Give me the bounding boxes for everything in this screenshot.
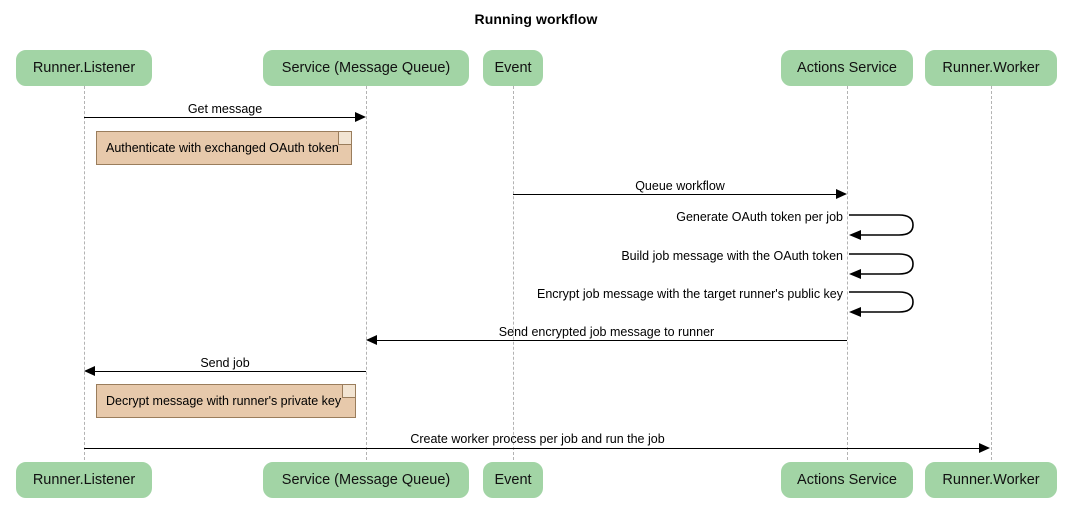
message-label-generate-oauth-token-per-job: Generate OAuth token per job (676, 210, 843, 224)
message-arrowhead-create-worker-process (979, 443, 990, 453)
participant-event-top[interactable]: Event (483, 50, 543, 86)
message-label-build-job-message: Build job message with the OAuth token (621, 249, 843, 263)
note-text: Authenticate with exchanged OAuth token (106, 141, 339, 155)
participant-service-message-queue-bottom[interactable]: Service (Message Queue) (263, 462, 469, 498)
participant-label: Runner.Listener (32, 472, 136, 488)
message-arrowhead-get-message (355, 112, 366, 122)
message-line-send-encrypted-job-message (377, 340, 847, 341)
participant-actions-service-top[interactable]: Actions Service (781, 50, 913, 86)
lifeline-event (513, 86, 514, 460)
participant-label: Service (Message Queue) (281, 60, 451, 76)
self-message-encrypt-job-message (847, 287, 927, 317)
participant-label: Actions Service (797, 60, 897, 76)
message-label-send-encrypted-job-message: Send encrypted job message to runner (498, 325, 715, 339)
participant-runner-listener-bottom[interactable]: Runner.Listener (16, 462, 152, 498)
note-text: Decrypt message with runner's private ke… (106, 394, 342, 408)
message-line-get-message (84, 117, 356, 118)
self-message-build-job-message (847, 249, 927, 279)
message-arrowhead-send-job (84, 366, 95, 376)
note-authenticate: Authenticate with exchanged OAuth token (96, 131, 352, 165)
message-label-encrypt-job-message: Encrypt job message with the target runn… (536, 287, 843, 301)
participant-actions-service-bottom[interactable]: Actions Service (781, 462, 913, 498)
participant-service-message-queue-top[interactable]: Service (Message Queue) (263, 50, 469, 86)
participant-runner-worker-bottom[interactable]: Runner.Worker (925, 462, 1057, 498)
message-line-queue-workflow (513, 194, 837, 195)
note-decrypt: Decrypt message with runner's private ke… (96, 384, 356, 418)
message-line-create-worker-process (84, 448, 980, 449)
note-fold-corner-icon (338, 132, 351, 145)
page-title: Running workflow (474, 11, 598, 27)
message-label-send-job: Send job (200, 356, 250, 370)
note-fold-corner-icon (342, 385, 355, 398)
participant-label: Event (494, 472, 532, 488)
participant-runner-worker-top[interactable]: Runner.Worker (925, 50, 1057, 86)
message-label-get-message: Get message (187, 102, 263, 116)
lifeline-runner-listener (84, 86, 85, 460)
lifeline-runner-worker (991, 86, 992, 460)
message-label-create-worker-process: Create worker process per job and run th… (410, 432, 665, 446)
message-label-queue-workflow: Queue workflow (635, 179, 725, 193)
message-arrowhead-send-encrypted-job-message (366, 335, 377, 345)
participant-label: Runner.Listener (32, 60, 136, 76)
self-message-generate-oauth-token-per-job (847, 210, 927, 240)
participant-label: Service (Message Queue) (281, 472, 451, 488)
participant-label: Runner.Worker (942, 472, 1040, 488)
participant-event-bottom[interactable]: Event (483, 462, 543, 498)
participant-label: Runner.Worker (942, 60, 1040, 76)
participant-label: Event (494, 60, 532, 76)
participant-runner-listener-top[interactable]: Runner.Listener (16, 50, 152, 86)
participant-label: Actions Service (797, 472, 897, 488)
message-line-send-job (95, 371, 366, 372)
message-arrowhead-queue-workflow (836, 189, 847, 199)
lifeline-service-message-queue (366, 86, 367, 460)
lifeline-actions-service (847, 86, 848, 460)
